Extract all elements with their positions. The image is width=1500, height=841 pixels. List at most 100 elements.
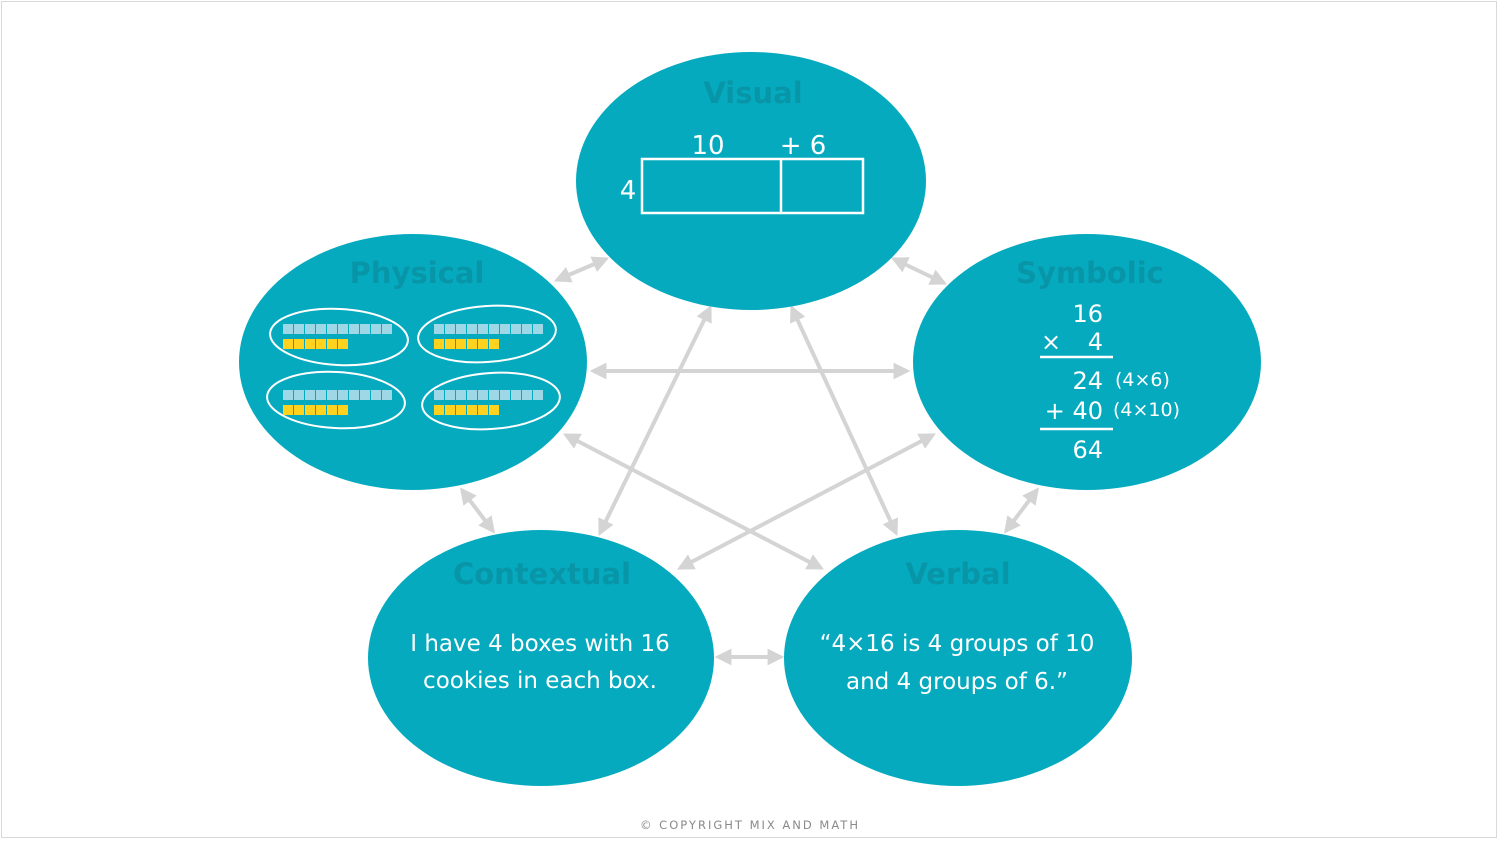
group-circle [417,304,557,364]
ten-rod-unit [327,324,337,334]
contextual-text-line-2: cookies in each box. [423,668,657,694]
partial-product-2-note: (4×10) [1113,399,1180,421]
block-group [266,370,406,430]
one-cube [294,405,304,415]
oval-physical [239,234,587,490]
one-cube [478,339,488,349]
partial-product-1: 24 [1072,367,1103,395]
ten-rod-unit [511,390,521,400]
one-cube [445,405,455,415]
node-contextual: Contextual I have 4 boxes with 16 cookie… [368,530,714,786]
ten-rod-unit [434,390,444,400]
ten-rod-unit [360,390,370,400]
oval-symbolic [913,234,1261,490]
ten-rod-unit [522,324,532,334]
one-cube [445,339,455,349]
oval-visual [576,52,926,310]
block-group [421,371,561,431]
ten-rod-unit [467,324,477,334]
one-cube [316,405,326,415]
ten-rod-unit [349,324,359,334]
ten-rod-unit [478,390,488,400]
one-cube [434,339,444,349]
ten-rod-unit [382,324,392,334]
verbal-text-line-1: “4×16 is 4 groups of 10 [820,631,1095,657]
ten-rod-unit [382,390,392,400]
one-cube [489,339,499,349]
ten-rod-unit [294,390,304,400]
ten-rod-unit [478,324,488,334]
ten-rod-unit [338,390,348,400]
ten-rod-unit [456,324,466,334]
arrow-physical-contextual [459,487,496,534]
ten-rod-unit [511,324,521,334]
connector-arrows [459,256,1040,666]
node-symbolic: Symbolic 16 × 4 24 (4×6) + 40 (4×10) 64 [913,234,1261,490]
one-cube [434,405,444,415]
one-cube [327,405,337,415]
one-cube [305,405,315,415]
ten-rod-unit [533,324,543,334]
one-cube [467,339,477,349]
one-cube [478,405,488,415]
ten-rod-unit [338,324,348,334]
ten-rod-unit [305,324,315,334]
node-visual: Visual 10 + 6 4 [576,52,926,310]
ten-rod-unit [371,390,381,400]
contextual-text-line-1: I have 4 boxes with 16 [410,631,669,657]
multiplicand: 16 [1072,300,1103,328]
one-cube [456,405,466,415]
one-cube [294,339,304,349]
ten-rod-unit [294,324,304,334]
ten-rod-unit [533,390,543,400]
ten-rod-unit [489,324,499,334]
multiplier: 4 [1088,328,1103,356]
ten-rod-unit [305,390,315,400]
arrow-symbolic-verbal [1003,487,1040,534]
node-title-visual: Visual [703,76,802,110]
ten-rod-unit [500,324,510,334]
one-cube [283,339,293,349]
one-cube [338,405,348,415]
ten-rod-unit [489,390,499,400]
oval-contextual [368,530,714,786]
node-title-contextual: Contextual [453,557,631,591]
area-model-top-left-label: 10 [691,131,724,161]
one-cube [489,405,499,415]
one-cube [327,339,337,349]
one-cube [305,339,315,349]
ten-rod-unit [283,324,293,334]
arrow-visual-physical [553,256,610,283]
ten-rod-unit [283,390,293,400]
node-title-symbolic: Symbolic [1016,256,1164,290]
ten-rod-unit [316,324,326,334]
copyright-footer: © COPYRIGHT MIX AND MATH [640,818,860,832]
ten-rod-unit [445,390,455,400]
verbal-text-line-2: and 4 groups of 6.” [846,669,1068,695]
arrow-visual-symbolic [890,257,948,285]
ten-rod-unit [522,390,532,400]
group-circle [421,371,561,431]
arrow-symbolic-contextual [677,433,936,570]
multiply-sign: × [1041,328,1061,356]
ten-rod-unit [371,324,381,334]
ten-rod-unit [500,390,510,400]
ten-rod-unit [360,324,370,334]
ten-rod-unit [445,324,455,334]
one-cube [283,405,293,415]
ten-rod-unit [349,390,359,400]
ten-rod-unit [316,390,326,400]
partial-product-1-note: (4×6) [1115,369,1170,391]
ten-rod-unit [434,324,444,334]
partial-product-2: + 40 [1045,397,1103,425]
node-verbal: Verbal “4×16 is 4 groups of 10 and 4 gro… [784,530,1132,786]
area-model-box [640,157,865,215]
oval-verbal [784,530,1132,786]
group-circle [266,370,406,430]
ten-rod-unit [327,390,337,400]
ten-rod-unit [467,390,477,400]
group-circle [269,307,409,367]
block-group [269,307,409,367]
area-model-top-right-label: + 6 [780,131,827,161]
